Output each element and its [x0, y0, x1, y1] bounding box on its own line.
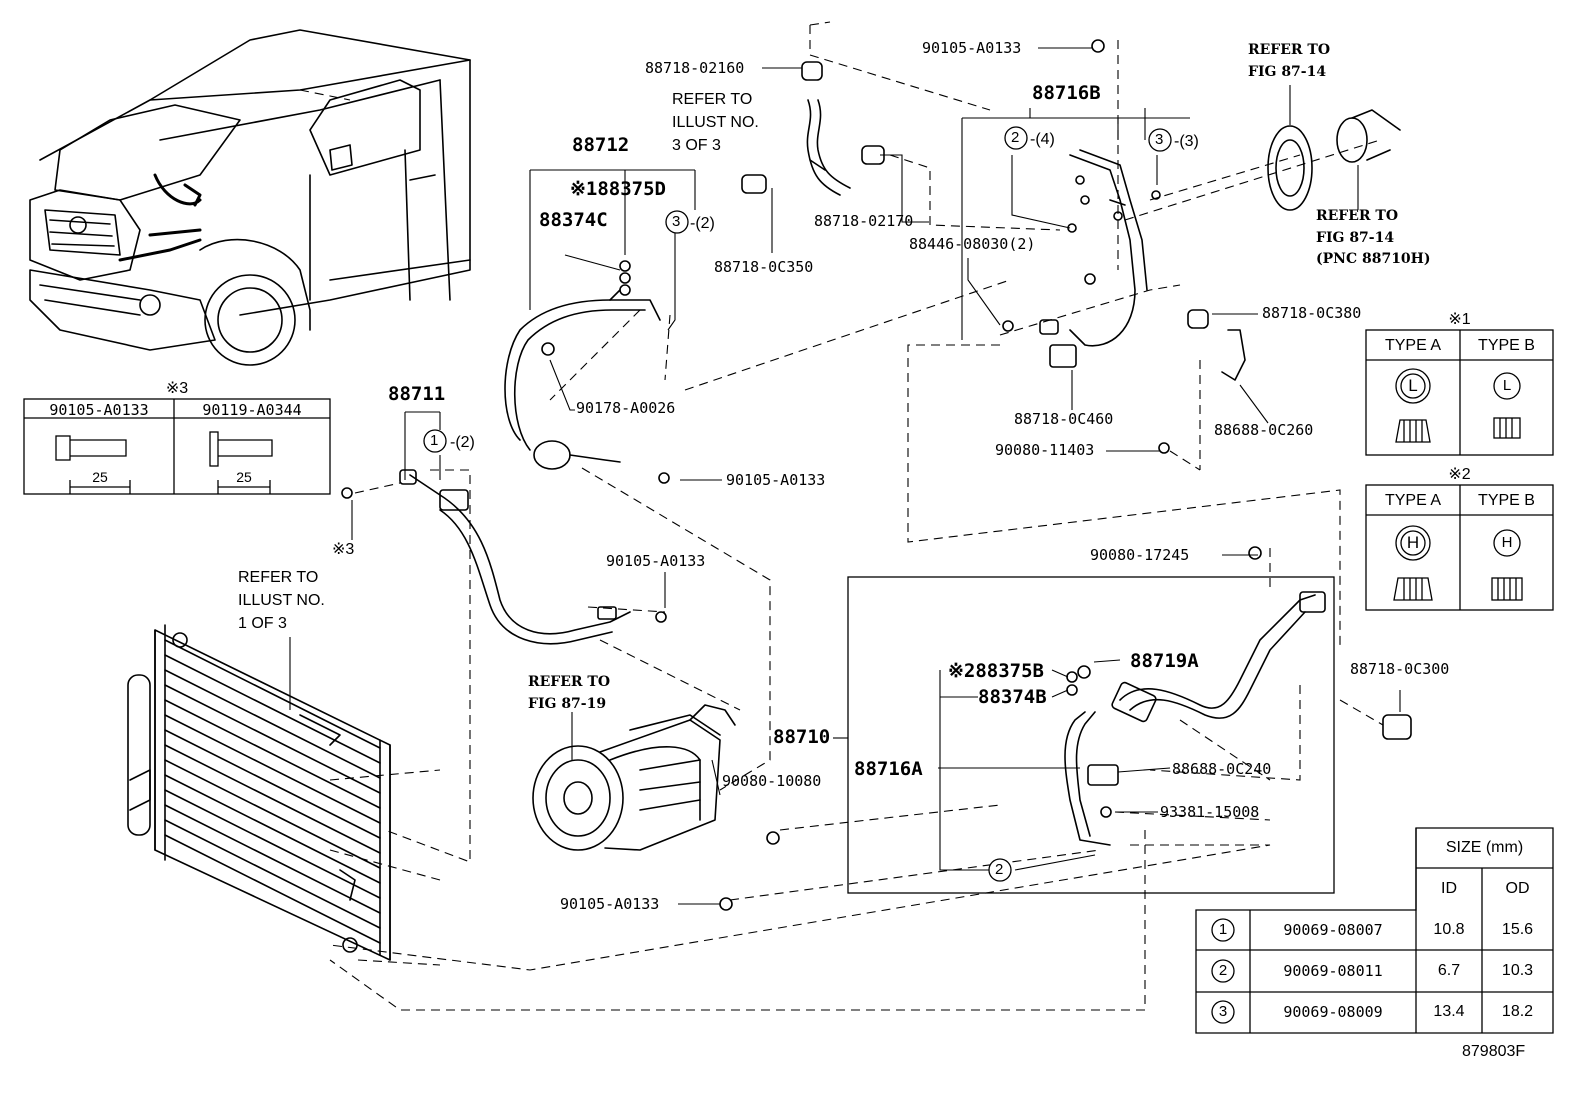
- cap-symbol: L: [1502, 377, 1512, 394]
- size-row-part: 90069-08007: [1283, 921, 1383, 939]
- circle-marker-3: [1211, 1000, 1235, 1024]
- circle-number: 1: [430, 432, 439, 449]
- part-label: 88710: [773, 726, 831, 748]
- part-label: ※188375D: [570, 178, 666, 200]
- part-label: 88718-0C350: [714, 258, 814, 276]
- part-label: 90105-A0133: [606, 552, 706, 570]
- circle-marker-3: [665, 210, 689, 234]
- circle-number: 3: [1155, 131, 1164, 148]
- part-label: 88718-0C460: [1014, 410, 1114, 428]
- size-row-number: 1: [1218, 921, 1228, 938]
- size-row-number: 2: [1218, 962, 1228, 979]
- size-row-id: 6.7: [1437, 962, 1461, 979]
- part-label: 90105-A0133: [560, 895, 660, 913]
- circle-number: 2: [1011, 129, 1020, 146]
- size-table: [1195, 827, 1554, 1034]
- size-row-od: 10.3: [1501, 962, 1534, 979]
- part-label: 90105-A0133: [726, 471, 826, 489]
- size-row-od: 15.6: [1501, 921, 1534, 938]
- type-table-1: [1365, 329, 1554, 456]
- type-table-header: TYPE A: [1384, 492, 1442, 509]
- circle-marker-3: [1148, 128, 1172, 152]
- circle-number: 2: [995, 861, 1004, 878]
- condenser-drawing: [127, 624, 391, 961]
- size-row-id: 10.8: [1433, 921, 1465, 938]
- size-row-part: 90069-08009: [1283, 1003, 1383, 1021]
- part-label: 88716A: [854, 758, 923, 780]
- cap-symbol: L: [1408, 376, 1418, 395]
- bolt-table-header: 90105-A0133: [49, 401, 149, 419]
- size-table-header: OD: [1505, 880, 1530, 897]
- part-label: 90080-10080: [722, 772, 822, 790]
- part-label: 90178-A0026: [576, 399, 676, 417]
- part-label: 88716B: [1032, 82, 1101, 104]
- part-label: 88374B: [978, 686, 1047, 708]
- bolt-table: [23, 398, 331, 495]
- part-label: 88718-0C380: [1262, 304, 1362, 322]
- quantity-label: -(3): [1174, 133, 1199, 150]
- type-table-header: TYPE B: [1478, 337, 1535, 354]
- hose-top-center: [806, 99, 851, 196]
- part-label: 88718-02170: [814, 212, 914, 230]
- size-row-od: 18.2: [1501, 1003, 1534, 1020]
- size-table-header: ID: [1441, 880, 1457, 897]
- size-table-header: SIZE (mm): [1445, 839, 1524, 856]
- hose-88716a: [1064, 591, 1326, 846]
- part-label: ※288375B: [948, 660, 1044, 682]
- hose-88711: [409, 474, 631, 645]
- hose-88716b: [1069, 149, 1148, 347]
- bolt-table-mark: ※3: [165, 380, 189, 397]
- part-label: 88712: [572, 134, 630, 156]
- cap-symbol: H: [1501, 534, 1513, 551]
- circle-number: 3: [672, 213, 681, 230]
- part-label: 88688-0C240: [1172, 760, 1272, 778]
- type-table-2: [1365, 484, 1554, 611]
- part-label: 88719A: [1130, 650, 1199, 672]
- circle-marker-1: [423, 429, 447, 453]
- type-table-header: TYPE B: [1478, 492, 1535, 509]
- size-row-number: 3: [1218, 1003, 1228, 1020]
- circle-marker-2: [1211, 959, 1235, 983]
- part-label: 88688-0C260: [1214, 421, 1314, 439]
- part-label: 88374C: [539, 209, 608, 231]
- note-mark: ※3: [332, 541, 355, 558]
- type-table-mark: ※2: [1448, 466, 1471, 483]
- circle-marker-2: [1004, 126, 1028, 150]
- clutch-drawing: [1267, 109, 1401, 211]
- part-label: 90080-17245: [1090, 546, 1190, 564]
- bolt-length: 25: [92, 469, 108, 485]
- part-label: 90080-11403: [995, 441, 1095, 459]
- cap-symbol: H: [1406, 533, 1420, 552]
- part-label: 93381-15008: [1160, 803, 1260, 821]
- hose-88712: [504, 289, 661, 470]
- quantity-label: -(4): [1030, 131, 1055, 148]
- size-row-id: 13.4: [1433, 1003, 1465, 1020]
- quantity-label: -(2): [450, 434, 475, 451]
- part-label: 88718-02160: [645, 59, 745, 77]
- bolt-length: 25: [236, 469, 252, 485]
- vehicle-illustration: [29, 29, 471, 366]
- type-table-header: TYPE A: [1384, 337, 1442, 354]
- part-label: 88446-08030(2): [909, 235, 1036, 253]
- compressor-drawing: [532, 704, 736, 851]
- type-table-mark: ※1: [1448, 311, 1471, 328]
- bolt-table-header: 90119-A0344: [202, 401, 302, 419]
- figure-id: 879803F: [1462, 1043, 1526, 1060]
- part-label: 88711: [388, 383, 446, 405]
- circle-marker-2: [988, 858, 1012, 882]
- group-box-88710: [847, 576, 1335, 894]
- size-row-part: 90069-08011: [1283, 962, 1383, 980]
- part-label: 88718-0C300: [1350, 660, 1450, 678]
- quantity-label: -(2): [690, 215, 715, 232]
- circle-marker-1: [1211, 918, 1235, 942]
- part-label: 90105-A0133: [922, 39, 1022, 57]
